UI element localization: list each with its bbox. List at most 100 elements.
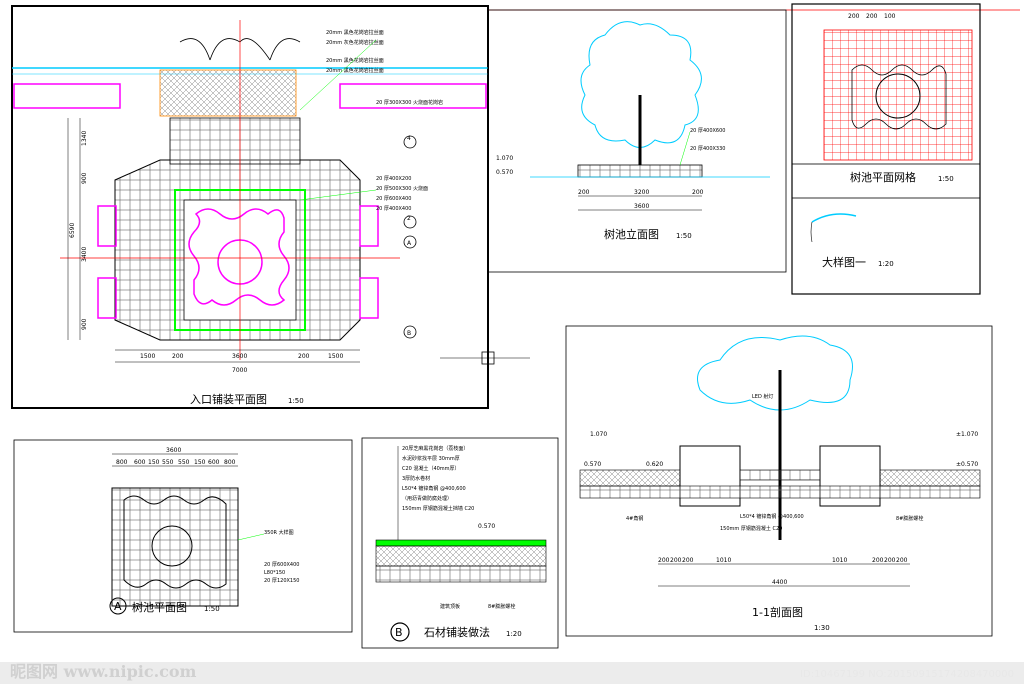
plan-note-4: 20 厚120X150 — [264, 578, 299, 584]
plan-dim-5: 550 — [178, 459, 190, 466]
pit-plan-scale: 1:50 — [204, 605, 220, 613]
layer-6: （用沥青做防腐处理） — [402, 495, 452, 502]
entrance-note-4: 20mm 黑色花岗岩拉丝面 — [326, 67, 384, 74]
pit-grid-panel: 200 200 100 树池平面网格 1:50 大样图一 1:20 — [791, 3, 981, 295]
pit-plan-ornament — [123, 495, 227, 589]
section-frame — [565, 325, 993, 637]
plan-dim-6: 150 — [194, 459, 206, 466]
entrance-note-6: 20 厚400X200 — [376, 176, 411, 182]
watermark-site: 昵图网 www.nipic.com — [10, 662, 197, 681]
grid-dim-2: 200 — [866, 13, 878, 20]
detail-arc — [811, 213, 857, 223]
section-dim-7: 200 — [884, 557, 896, 564]
entrance-note-5: 20 厚300X300 火烧面花岗岩 — [376, 99, 443, 106]
marker-a: A — [407, 240, 412, 247]
section-note-bolt: 8#膨胀螺栓 — [896, 515, 923, 522]
elev-level-2: 0.570 — [496, 169, 513, 176]
section-note-wall: 150mm 厚钢筋混凝土 C20 — [720, 525, 782, 532]
stone-paving-panel: 20厚芝麻黑花岗岩（荔枝面） 水泥砂浆找平层 30mm厚 C20 混凝土（40m… — [361, 437, 559, 649]
planter-right — [339, 83, 487, 109]
section-scale: 1:30 — [814, 624, 830, 632]
pit-grid-lines — [823, 29, 973, 161]
section-panel: 1.070 0.570 0.620 ±1.070 ±0.570 LED 射灯 L… — [565, 325, 993, 637]
section-dim-total: 4400 — [772, 579, 787, 586]
fan-planting — [179, 38, 301, 61]
plan-dim-4: 550 — [162, 459, 174, 466]
watermark-bar: 昵图网 www.nipic.com ID:10467199 NO:2015091… — [0, 662, 1024, 684]
elev-dim-3: 200 — [692, 189, 704, 196]
dim-left-3: 3400 — [81, 247, 88, 262]
pit-elevation-frame — [487, 9, 787, 273]
grid-dim-3: 100 — [884, 13, 896, 20]
section-dim-3: 200 — [682, 557, 694, 564]
stone-note-1: 建筑顶板 — [440, 603, 460, 610]
marker-b: B — [407, 330, 411, 337]
elev-dim-2: 3200 — [634, 189, 649, 196]
plan-dim-total: 3600 — [166, 447, 181, 454]
ornament-pattern — [188, 208, 290, 306]
pit-elevation-panel: 1.070 0.570 200 3200 200 3600 20 厚400X60… — [487, 9, 787, 273]
dim-bottom-5: 1500 — [328, 353, 343, 360]
plan-dim-7: 600 — [208, 459, 220, 466]
layer-5: L50*4 镀锌角钢 @400,600 — [402, 485, 466, 492]
stone-paving-scale: 1:20 — [506, 630, 522, 638]
marker-4: 4 — [407, 135, 411, 142]
pit-plan-title: 树池平面图 — [132, 600, 187, 614]
section-note-angle: L50*4 镀锌角钢 @400,600 — [740, 513, 804, 520]
dim-bottom-4: 200 — [298, 353, 310, 360]
grid-dim-1: 200 — [848, 13, 860, 20]
section-dim-1: 200 — [658, 557, 670, 564]
elev-note-2: 20 厚400X330 — [690, 146, 725, 152]
entrance-note-8: 20 厚600X400 — [376, 196, 411, 202]
section-level-4: ±1.070 — [956, 431, 978, 438]
dim-left-1: 1340 — [81, 131, 88, 146]
plan-dim-2: 600 — [134, 459, 146, 466]
section-level-2: 0.570 — [584, 461, 601, 468]
section-level-5: ±0.570 — [956, 461, 978, 468]
plan-note-3: L80*150 — [264, 570, 285, 576]
layer-3: C20 混凝土（40mm厚） — [402, 465, 460, 472]
entrance-note-3: 20mm 黑色花岗岩拉丝面 — [326, 57, 384, 64]
plan-dim-8: 800 — [224, 459, 236, 466]
section-dim-4: 1010 — [716, 557, 731, 564]
concrete-layer — [375, 565, 547, 583]
planter-left — [13, 83, 121, 109]
pit-plan-panel: 800 600 150 550 550 150 600 800 3600 350… — [13, 439, 353, 633]
layer-2: 水泥砂浆找平层 30mm厚 — [402, 455, 460, 462]
layer-7: 150mm 厚钢筋混凝土挡墙 C20 — [402, 505, 474, 512]
dim-left-total: 6590 — [69, 223, 76, 238]
dim-bottom-total: 7000 — [232, 367, 247, 374]
pit-grid-frame — [791, 3, 981, 295]
entrance-plan-scale: 1:50 — [288, 397, 304, 405]
section-dim-6: 200 — [872, 557, 884, 564]
steps — [159, 69, 297, 117]
detail-one-scale: 1:20 — [878, 260, 894, 268]
pit-curb — [577, 164, 703, 178]
plan-note-1: 350R 大样图 — [264, 529, 294, 536]
pit-plan-marker: A — [114, 600, 122, 613]
layer-1: 20厚芝麻黑花岗岩（荔枝面） — [402, 445, 468, 452]
pit-plan-frame — [13, 439, 353, 633]
stone-layer — [375, 539, 547, 547]
pit-elevation-title: 树池立面图 — [604, 227, 659, 241]
pit-grid-scale: 1:50 — [938, 175, 954, 183]
dim-bottom-1: 1500 — [140, 353, 155, 360]
elev-note-1: 20 厚400X600 — [690, 128, 725, 134]
watermark-id: ID:10467199 NO:20150915174208470000 — [800, 669, 1014, 680]
entrance-note-9: 20 厚400X400 — [376, 206, 411, 212]
plan-note-2: 20 厚600X400 — [264, 562, 299, 568]
section-level-1: 1.070 — [590, 431, 607, 438]
stone-paving-frame — [361, 437, 559, 649]
section-level-3: 0.620 — [646, 461, 663, 468]
pit-elevation-scale: 1:50 — [676, 232, 692, 240]
marker-2: 2 — [407, 215, 411, 222]
elev-level-1: 1.070 — [496, 155, 513, 162]
dim-left-4: 900 — [81, 318, 88, 330]
section-tree-crown — [697, 335, 853, 411]
entrance-note-7: 20 厚500X300 火烧面 — [376, 185, 428, 192]
layer-4: 3厚防水卷材 — [402, 475, 430, 482]
entrance-notes: 20mm 黑色花岗岩拉丝面 20mm 灰色花岗岩拉丝面 20mm 黑色花岗岩拉丝… — [299, 29, 443, 212]
elev-dim-total: 3600 — [634, 203, 649, 210]
section-title: 1-1剖面图 — [752, 605, 803, 619]
